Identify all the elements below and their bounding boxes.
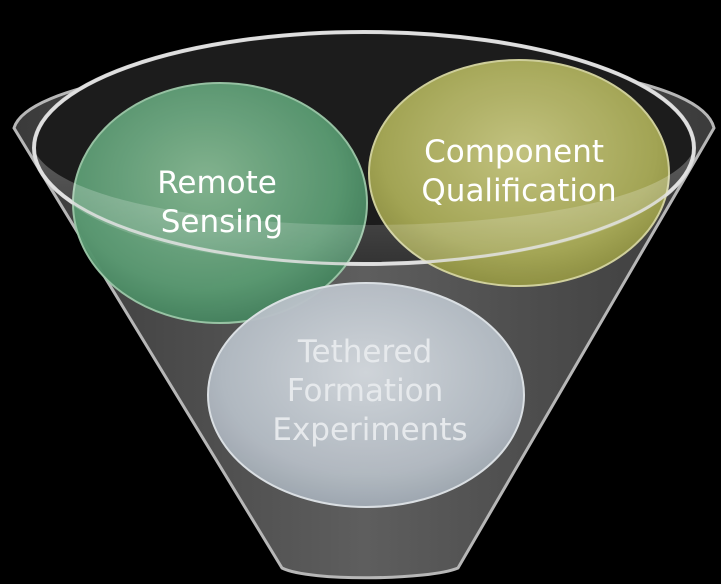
bubble-tethered-formation-experiments: Tethered Formation Experiments bbox=[207, 282, 525, 508]
bubble-label-component-qualification: Component Qualification bbox=[421, 134, 616, 209]
bubble-label-tethered-formation-experiments: Tethered Formation Experiments bbox=[272, 334, 467, 448]
funnel-rim-highlight bbox=[32, 30, 696, 266]
funnel-glass-overlay bbox=[34, 150, 694, 266]
